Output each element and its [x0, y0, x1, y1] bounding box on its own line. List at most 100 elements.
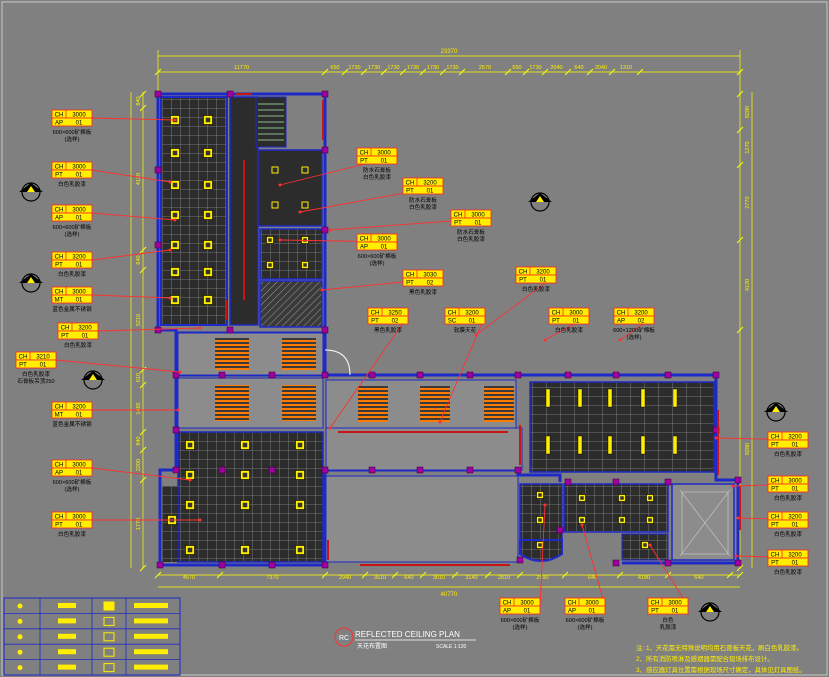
tag-material-code: 01 — [792, 487, 799, 493]
linear-light-fixture — [672, 435, 678, 455]
tag-key: PT — [360, 159, 368, 165]
tag-key: CH — [55, 208, 64, 214]
linear-light-fixture — [607, 388, 613, 408]
tag-material-code: 01 — [76, 523, 83, 529]
column — [172, 371, 180, 379]
tag-key: PT — [61, 334, 69, 340]
tag-ceiling-height: 3250 — [388, 311, 402, 317]
tag-material-code: 01 — [76, 471, 83, 477]
column — [368, 371, 376, 379]
tag-note: 600×600矿棉板 — [53, 478, 92, 486]
tag-material-box — [402, 185, 444, 195]
dim-tick — [419, 571, 427, 579]
downlight-core — [242, 547, 248, 553]
dim-left-value: 4120 — [136, 173, 142, 185]
downlight-core — [643, 543, 647, 547]
tag-key: CH — [360, 237, 369, 243]
structural-columns — [154, 90, 742, 569]
tag-key: PT — [55, 263, 63, 269]
tag-material-code: 01 — [76, 263, 83, 269]
dim-right-value: 4120 — [745, 279, 751, 291]
tag-key: MT — [55, 413, 64, 419]
dim-tick — [139, 446, 147, 454]
tag-note: 600×600矿棉板 — [53, 223, 92, 231]
tag-material-code: 01 — [76, 413, 83, 419]
leader-dot — [438, 420, 442, 424]
tag-note: 石膏板吊顶250 — [17, 377, 54, 385]
tag-key: PT — [651, 609, 659, 615]
downlight-core — [538, 543, 542, 547]
leader-dot — [580, 523, 584, 527]
column — [154, 166, 162, 174]
dim-tick — [139, 246, 147, 254]
tag-key: CH — [55, 463, 64, 469]
downlight-core — [172, 242, 178, 248]
linear-light-fixture — [545, 435, 551, 455]
dim-bottom-value: 640 — [404, 575, 413, 581]
tag-material-code: 01 — [381, 245, 388, 251]
tag-key: PT — [55, 173, 63, 179]
tag-material-box — [499, 605, 541, 615]
tag-key: CH — [771, 479, 780, 485]
column — [664, 559, 672, 567]
leader-dot — [543, 338, 547, 342]
leader-dot — [278, 183, 282, 187]
downlight-core — [538, 493, 542, 497]
dim-tick — [616, 571, 624, 579]
column — [556, 526, 564, 534]
spot-light-fixture — [271, 166, 279, 174]
tag-ceiling-height: 3000 — [377, 237, 391, 243]
tag-key: SC — [448, 319, 457, 325]
tag-key: PT — [552, 319, 560, 325]
tag-note: 白色乳胶漆 — [409, 203, 437, 211]
column — [712, 371, 720, 379]
column — [416, 371, 424, 379]
column — [321, 326, 329, 334]
dim-tick — [139, 564, 147, 572]
dim-tick — [361, 571, 369, 579]
tag-material-code: 01 — [792, 561, 799, 567]
tag-key: AP — [503, 609, 511, 615]
title-badge: RC — [339, 635, 349, 642]
tag-note: 白色 — [662, 616, 674, 624]
legend-swatch — [134, 618, 168, 624]
dim-tick — [139, 90, 147, 98]
dim-bottom-value: 3510 — [374, 575, 386, 581]
tag-material-box — [515, 274, 557, 284]
tag-key: PT — [371, 319, 379, 325]
dim-top-value: 650 — [512, 65, 521, 71]
dim-tick — [516, 571, 524, 579]
tag-note: 600×600矿棉板 — [358, 252, 397, 260]
downlight-core — [187, 472, 193, 478]
leader-line — [55, 359, 181, 373]
tag-ceiling-height: 3000 — [72, 208, 86, 214]
dim-tick — [139, 476, 147, 484]
tag-material-code: 01 — [540, 278, 547, 284]
column — [218, 561, 226, 569]
tag-material-box — [57, 330, 99, 340]
tag-material-code: 01 — [589, 609, 596, 615]
tag-ceiling-height: 3200 — [788, 435, 802, 441]
dim-tick — [341, 68, 349, 76]
dim-bottom-value: 7370 — [266, 575, 278, 581]
dimension-lines — [130, 50, 753, 588]
dim-top-value: 1730 — [387, 65, 399, 71]
dim-bottom-value: 640 — [694, 575, 703, 581]
leader-dot — [176, 408, 180, 412]
dim-bottom-value: 2590 — [536, 575, 548, 581]
dim-tick — [504, 68, 512, 76]
tag-note: 白色乳胶漆 — [457, 235, 485, 243]
downlight-core — [297, 502, 303, 508]
tag-note: 白色乳胶漆 — [774, 530, 802, 538]
